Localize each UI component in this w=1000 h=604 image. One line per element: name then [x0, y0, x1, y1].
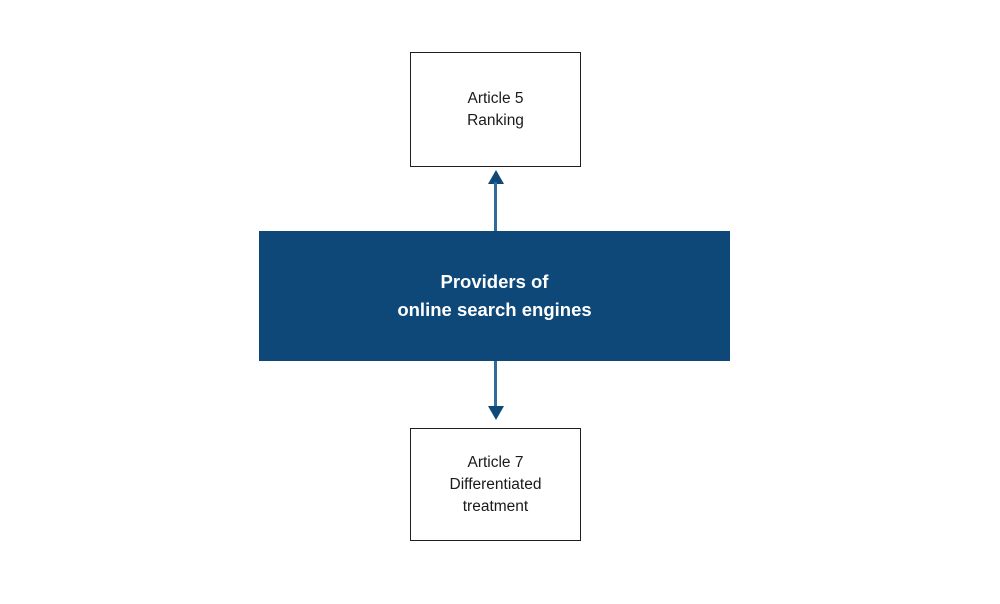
up-arrow-line	[494, 182, 497, 231]
up-arrow-head-icon	[487, 170, 504, 184]
node-article-5-ranking-label: Article 5 Ranking	[467, 88, 524, 132]
node-article-5-line2: Ranking	[467, 111, 524, 129]
node-providers-label: Providers of online search engines	[397, 268, 591, 324]
down-arrow-head-icon	[487, 406, 504, 420]
node-article-7-label: Article 7 Differentiated treatment	[450, 452, 542, 518]
node-providers-line2: online search engines	[397, 299, 592, 320]
node-providers-online-search-engines: Providers of online search engines	[259, 231, 730, 361]
node-article-5-ranking: Article 5 Ranking	[410, 52, 581, 167]
node-article-5-line1: Article 5	[467, 89, 524, 107]
node-article-7-differentiated-treatment: Article 7 Differentiated treatment	[410, 428, 581, 541]
node-article-7-line3: treatment	[462, 497, 529, 515]
down-arrow-line	[494, 361, 497, 407]
node-article-7-line1: Article 7	[467, 453, 524, 471]
node-providers-line1: Providers of	[440, 271, 549, 292]
node-article-7-line2: Differentiated	[449, 475, 542, 493]
